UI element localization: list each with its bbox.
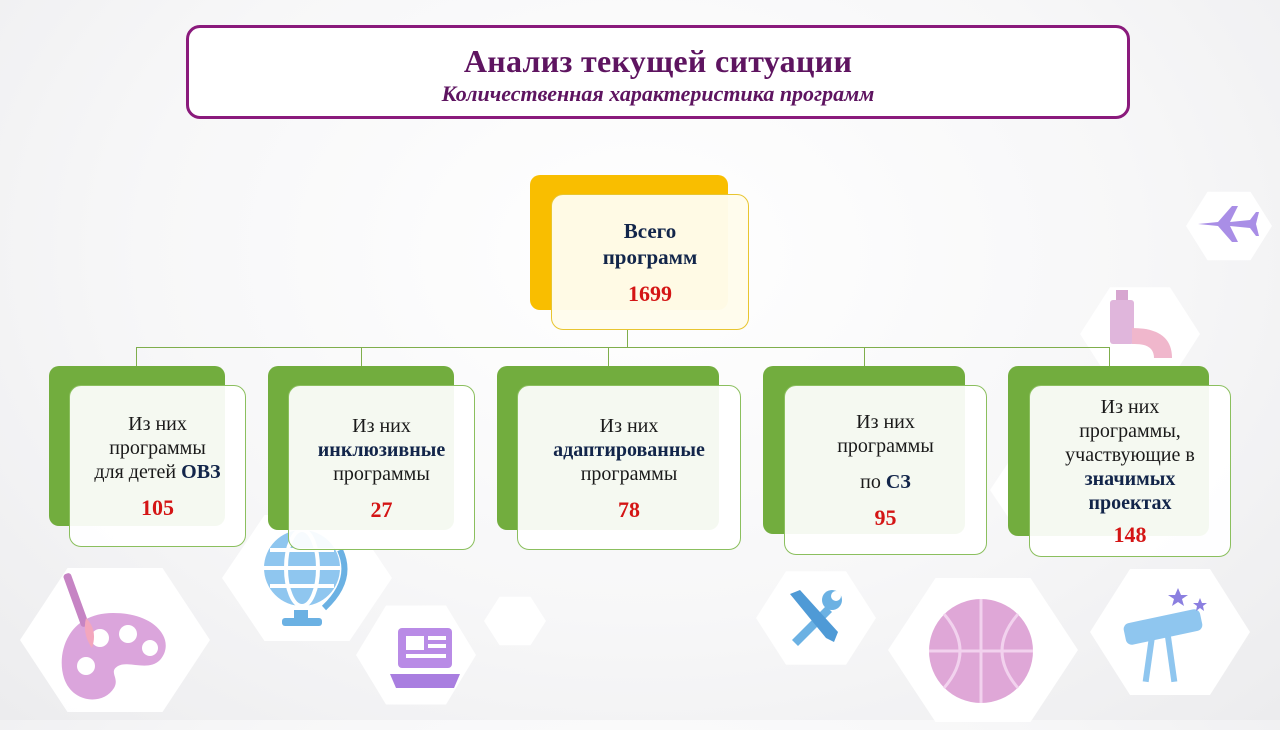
child-label-line: для детей ОВЗ [94,460,220,484]
child-label-bold: СЗ [885,471,911,493]
root-value: 1699 [628,281,672,306]
child-label-line: программы [580,462,678,485]
child-value: 105 [141,495,174,520]
child-label-bold: инклюзивные [317,438,446,461]
connector-drop [361,347,362,367]
child-label-line: Из них [352,414,411,437]
connector-drop [864,347,865,367]
page-subtitle: Количественная характеристика программ [441,81,875,106]
connector-trunk [627,330,628,348]
connector-drop [136,347,137,367]
child-label-line: программы [109,437,206,459]
child-label-bold: проектах [1088,492,1172,514]
child-label-line: Из них [1100,396,1160,418]
child-label-line: Из них [856,411,915,433]
child-value: 27 [370,496,393,522]
connector-drop [1109,347,1110,367]
child-label-bold: адаптированные [553,438,705,461]
child-node-projects: Из них программы, участвующие в значимых… [1029,385,1231,557]
child-label-line: по СЗ [860,470,911,494]
page-title: Анализ текущей ситуации [463,43,853,79]
palette-icon [61,573,166,700]
child-label-bold: ОВЗ [181,461,221,483]
child-value: 95 [874,505,897,530]
laptop-icon [390,628,460,688]
microscope-icon [1110,290,1172,358]
connector-horizontal [136,347,1110,348]
basketball-icon [929,599,1033,703]
title-box: Анализ текущей ситуации Количественная х… [186,25,1130,119]
child-node-adapted: Из них адаптированные программы 78 [517,385,741,550]
child-node-sz: Из них программы по СЗ 95 [784,385,987,555]
child-label-bold: значимых [1084,468,1176,490]
child-label-line: программы [837,435,934,457]
child-label-line: Из них [128,413,187,435]
child-value: 78 [618,496,640,522]
child-label-line: участвующие в [1065,444,1195,466]
child-label-line: программы, [1079,420,1181,442]
child-label-line: программы [333,462,430,485]
decor-hex [484,596,546,646]
child-label-plain: по [860,471,886,493]
root-label-line2: программ [602,245,698,269]
root-label-line1: Всего [623,219,677,243]
child-label-line: Из них [599,414,659,437]
child-node-inclusive: Из них инклюзивные программы 27 [288,385,475,550]
child-label-plain: для детей [94,461,182,483]
root-node: Всего программ 1699 [551,194,749,330]
tools-icon [790,590,842,646]
telescope-icon [1123,588,1207,683]
connector-drop [608,347,609,367]
airplane-icon [1198,206,1259,242]
child-node-ovz: Из них программы для детей ОВЗ 105 [69,385,246,547]
child-value: 148 [1113,522,1147,547]
